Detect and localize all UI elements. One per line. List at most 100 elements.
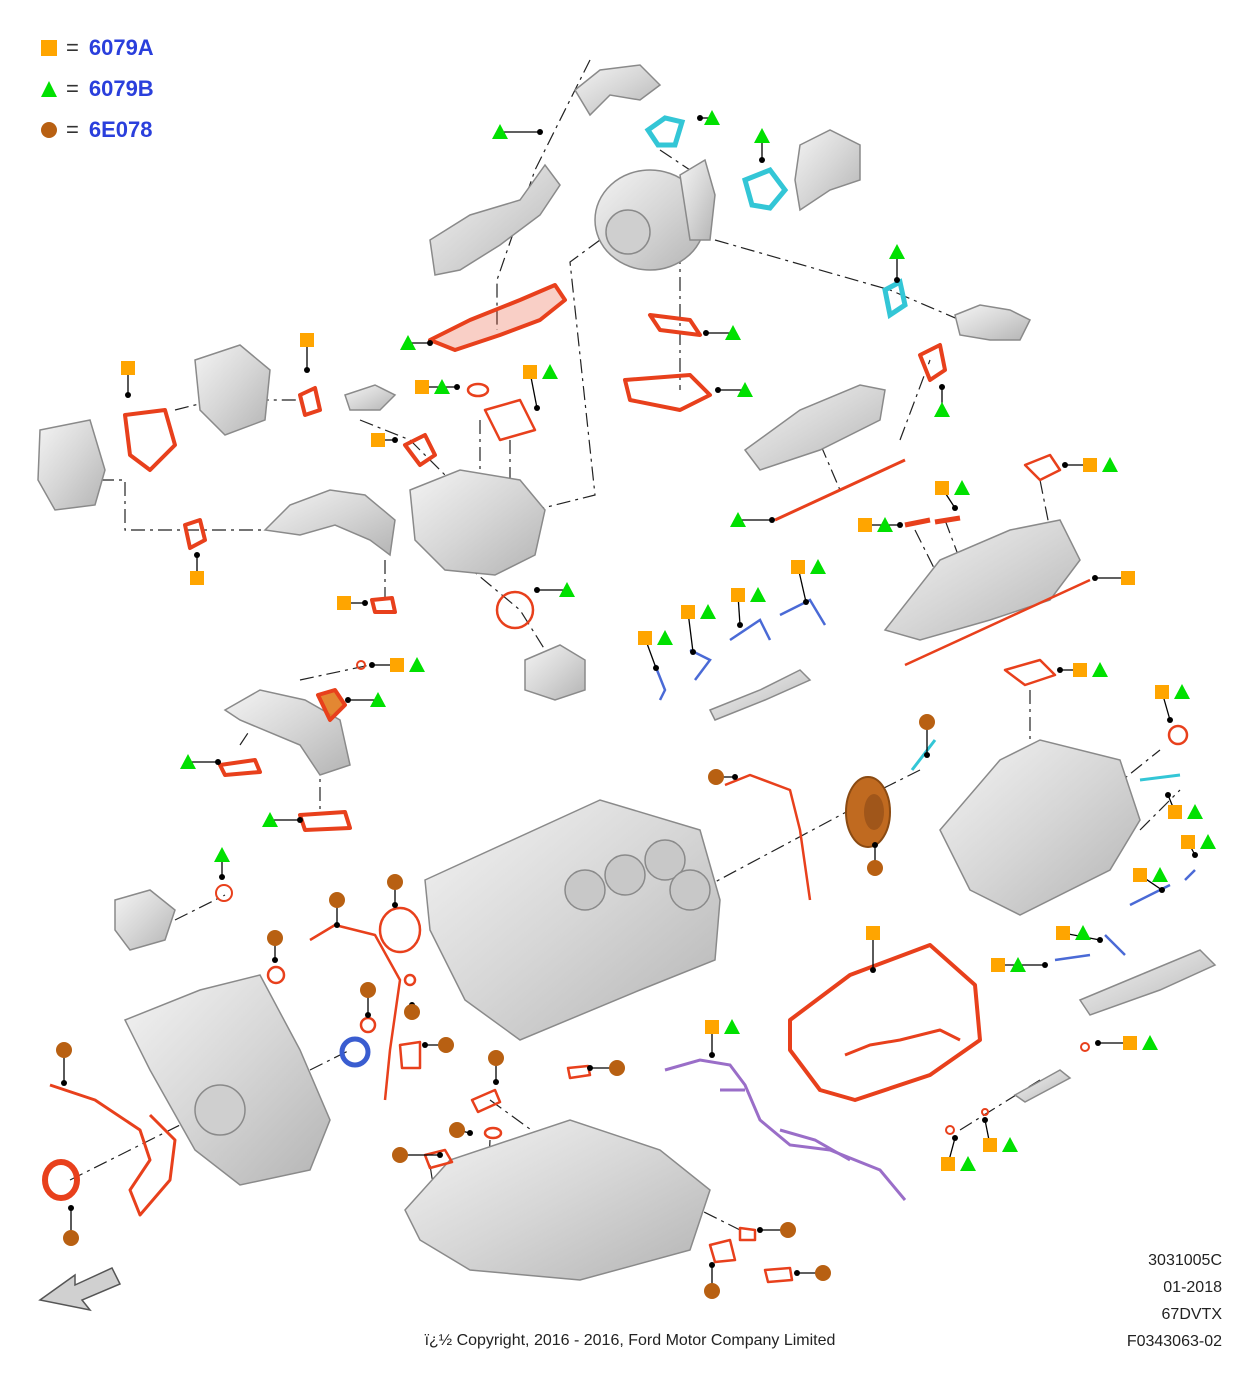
callout-dot [125,392,131,398]
intake-o-ring [1167,724,1189,746]
triangle-callout-icon [434,379,450,394]
callout-dot [422,1042,428,1048]
callout [360,982,376,1018]
square-callout-icon [941,1157,955,1171]
throttle-body-part [524,644,586,701]
callout-dot [427,340,433,346]
callout-dot [272,957,278,963]
callout [867,842,883,876]
exhaust-pipe-part [574,64,662,117]
callout [387,874,403,908]
water-pump-housing-part [409,469,546,576]
callout-dot [1097,937,1103,943]
vacuum-pump-part [37,419,106,511]
callout-dot [952,1135,958,1141]
callout [337,596,368,610]
glow-plug-harness [664,1058,907,1201]
square-callout-icon [1056,926,1070,940]
illustration-number: 3031005C [1148,1252,1222,1269]
square-callout-icon [523,365,537,379]
injector-harnesses [653,598,1196,962]
callout-dot [653,665,659,671]
callout-dot [194,552,200,558]
upper-intake-gasket [1003,658,1057,687]
triangle-callout-icon [214,847,230,862]
circle-callout-icon [704,1283,720,1299]
crankshaft-front-seal [42,1159,80,1201]
callout [180,754,221,769]
gaskets [42,283,1189,1284]
square-callout-icon [983,1138,997,1152]
callout-dot [757,1227,763,1233]
callout [300,333,314,373]
callout [1057,662,1108,677]
circle-callout-icon [919,714,935,730]
triangle-callout-icon [400,335,416,350]
engine-block-part [424,799,721,1041]
callout [329,892,345,928]
callout-dot [759,157,765,163]
callout-dot [304,367,310,373]
triangle-callout-icon [1152,867,1168,882]
callout [730,512,775,527]
callout [392,1147,443,1163]
legend-row-6079a: = 6079A [40,34,154,62]
callout [866,926,880,973]
circle-callout-icon [360,982,376,998]
callout-dot [1092,575,1098,581]
fuel-rail-part [708,669,812,721]
callout [587,1060,625,1076]
front-cover-gasket [724,773,812,901]
callout [267,930,283,963]
square-callout-icon [1133,868,1147,882]
callout-dot [952,505,958,511]
triangle-callout-icon [1174,684,1190,699]
egr-valve-part [344,384,397,411]
circle-callout-icon [404,1004,420,1020]
engine-code: 67DVTX [1161,1306,1222,1323]
callout-dot [690,649,696,655]
turbo-outlet-clamp [741,166,789,211]
callout-dot [534,587,540,593]
legend-code-6079b: 6079B [88,76,154,101]
oil-pan-part [404,1119,711,1281]
triangle-callout-icon [730,512,746,527]
callout-dot [709,1052,715,1058]
water-outlet-gasket-2 [218,758,262,777]
square-callout-icon [1155,685,1169,699]
triangle-callout-icon [1010,957,1026,972]
callout-dot [437,1152,443,1158]
callout [56,1042,72,1086]
upper-intake-part [939,739,1141,916]
callout [492,124,543,139]
water-outlet-gasket-3 [298,810,352,832]
exhaust-manifold-gasket [428,283,567,352]
callout-dot [68,1205,74,1211]
callout-dot [392,437,398,443]
callout-dot [1159,887,1165,893]
circle-callout-icon [387,874,403,890]
callout-dot [1165,792,1171,798]
callout-dot [534,405,540,411]
triangle-callout-icon [724,1019,740,1034]
illustration-date: 01-2018 [1163,1279,1222,1296]
callout [919,714,935,758]
turbo-gasket-2 [623,373,712,412]
callout [703,325,741,340]
callout [400,335,433,350]
circle-callout-icon [329,892,345,908]
exhaust-elbow-part [794,129,861,212]
triangle-callout-icon [737,382,753,397]
callout [935,480,970,511]
callout [534,582,575,597]
callout [1056,925,1103,943]
callout-dot [345,697,351,703]
callout [262,812,303,827]
callout-dot [894,277,900,283]
callout [754,128,770,163]
square-callout-icon [791,560,805,574]
copyright-notice: ï¿½ Copyright, 2016 - 2016, Ford Motor C… [424,1332,836,1349]
callout-dot [334,922,340,928]
triangle-callout-icon [657,630,673,645]
